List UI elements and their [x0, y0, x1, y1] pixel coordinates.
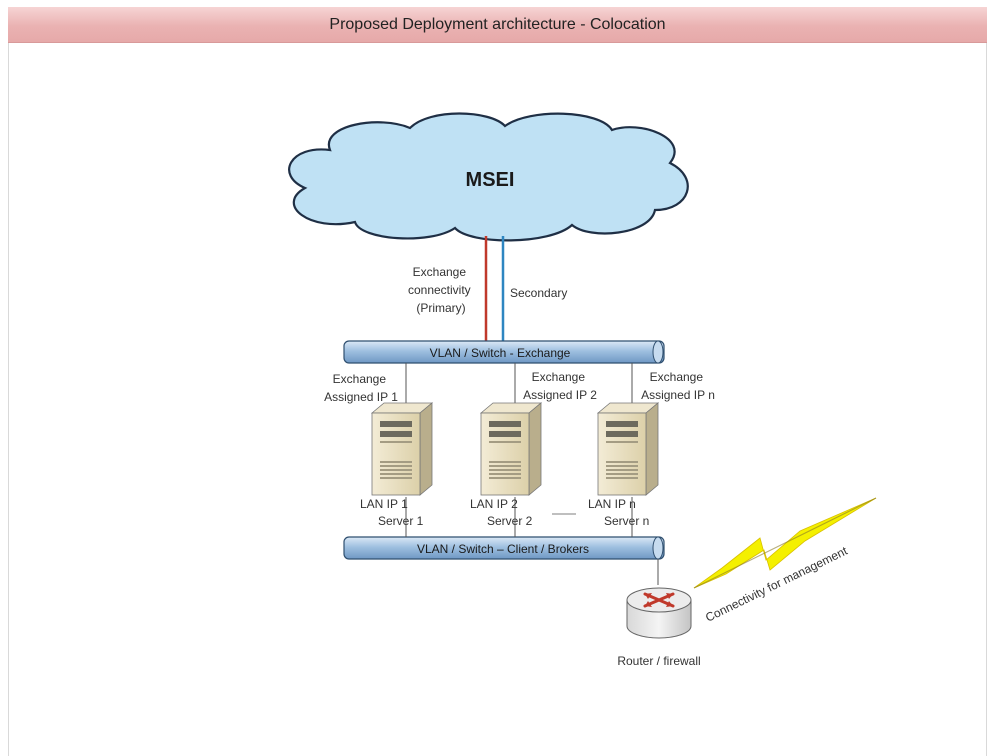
slide-frame: [8, 7, 987, 756]
server-n-icon: [597, 402, 659, 496]
exchange-switch: VLAN / Switch - Exchange: [343, 340, 665, 364]
server-n-lan-label: LAN IP n: [588, 497, 636, 511]
server-1-ip-label: Exchange Assigned IP 1: [324, 372, 398, 404]
server-1-icon: [371, 402, 433, 496]
server-1: Exchange Assigned IP 1 LAN IP 1 Server 1: [324, 372, 433, 528]
server-1-lan-label: LAN IP 1: [360, 497, 408, 511]
exchange-switch-label: VLAN / Switch - Exchange: [430, 346, 571, 360]
page-title: Proposed Deployment architecture - Coloc…: [8, 7, 987, 43]
client-switch: VLAN / Switch – Client / Brokers: [343, 536, 665, 560]
router-icon: [626, 587, 692, 639]
server-2-lan-label: LAN IP 2: [470, 497, 518, 511]
server-2-icon: [480, 402, 542, 496]
server-n-ip-label: Exchange Assigned IP n: [641, 370, 715, 402]
cloud-label: MSEI: [466, 169, 515, 191]
server-n-name: Server n: [604, 514, 649, 528]
router-label: Router / firewall: [617, 654, 700, 668]
management-lightning-icon: [693, 497, 877, 589]
msei-cloud: [288, 112, 689, 242]
server-2: Exchange Assigned IP 2 LAN IP 2 Server 2: [470, 370, 597, 528]
server-connectors: [405, 363, 633, 537]
client-switch-label: VLAN / Switch – Client / Brokers: [417, 542, 589, 556]
server-2-ip-label: Exchange Assigned IP 2: [523, 370, 597, 402]
secondary-link-label: Secondary: [510, 286, 567, 300]
server-n: Exchange Assigned IP n LAN IP n Server n: [588, 370, 715, 528]
primary-link-label: Exchange connectivity (Primary): [408, 265, 474, 315]
server-2-name: Server 2: [487, 514, 533, 528]
server-1-name: Server 1: [378, 514, 424, 528]
